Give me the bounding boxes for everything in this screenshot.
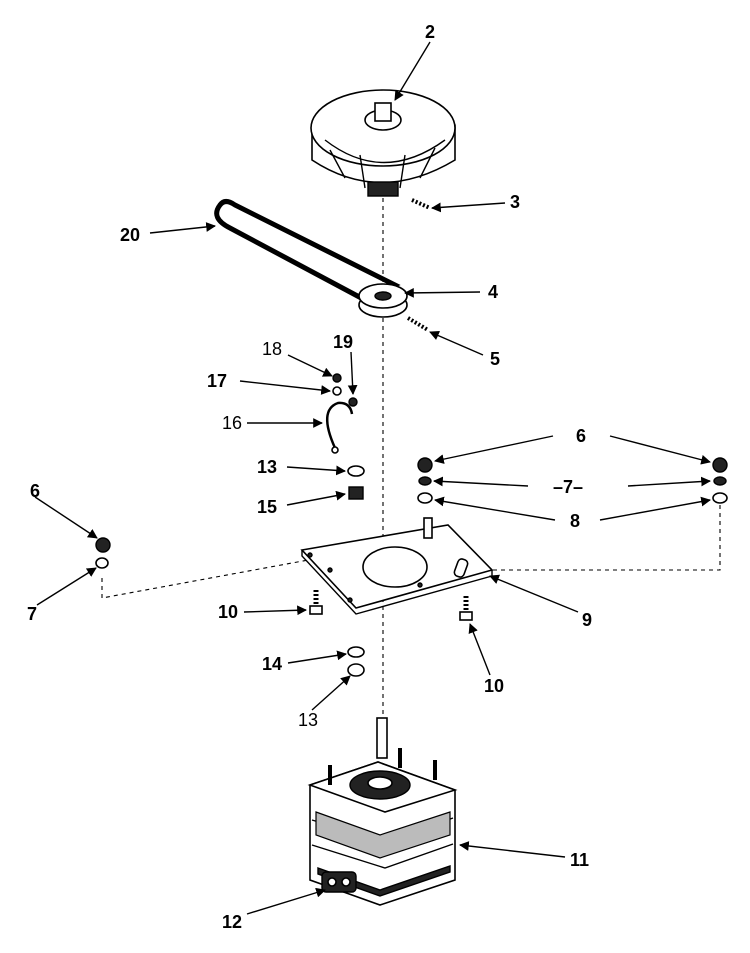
plate-left-connection xyxy=(101,555,331,599)
bolt-part-10-left xyxy=(309,590,323,615)
nut-part-6-left xyxy=(95,537,111,553)
washer-part-8-right-a xyxy=(417,492,433,504)
lockwasher-part-7-right-b xyxy=(713,476,727,486)
nut-part-6-right-a xyxy=(417,457,433,473)
plate-right-connection xyxy=(470,505,721,571)
callout-18: 18 xyxy=(262,339,282,359)
pulley-part-4 xyxy=(358,283,408,318)
callout-7-left: 7 xyxy=(27,604,37,624)
screw-part-18 xyxy=(332,373,342,383)
ground-wire-part-16 xyxy=(326,401,354,454)
gear-housing-part-2 xyxy=(310,89,456,197)
callout-13-lower: 13 xyxy=(298,710,318,730)
bolt-part-10-right xyxy=(459,596,473,621)
switch-part-12 xyxy=(321,871,357,893)
callout-3: 3 xyxy=(510,192,520,212)
lockwasher-part-7-right-a xyxy=(418,476,432,486)
callout-19: 19 xyxy=(333,332,353,352)
callout-16: 16 xyxy=(222,413,242,433)
callout-9: 9 xyxy=(582,610,592,630)
nut-part-15 xyxy=(348,486,364,500)
callout-11: 11 xyxy=(570,850,589,870)
callout-4: 4 xyxy=(488,282,498,302)
callout-6-right: 6 xyxy=(576,426,586,446)
washer-part-17 xyxy=(332,386,342,396)
callout-14: 14 xyxy=(262,654,282,674)
callout-10-left: 10 xyxy=(218,602,238,622)
leader-lines xyxy=(34,41,711,915)
callout-12: 12 xyxy=(222,912,242,932)
callout-17: 17 xyxy=(207,371,227,391)
nut-part-6-right-b xyxy=(712,457,728,473)
callout-6-left: 6 xyxy=(30,481,40,501)
drive-belt-part-20 xyxy=(214,199,401,303)
washer-part-13-top xyxy=(347,465,365,477)
callout-10-right: 10 xyxy=(484,676,504,696)
washer-part-13-bottom xyxy=(347,663,365,677)
callout-15: 15 xyxy=(257,497,277,517)
nut-part-19 xyxy=(348,397,358,407)
set-screw-part-5 xyxy=(406,316,430,332)
set-screw-part-3 xyxy=(411,198,431,210)
washer-part-14 xyxy=(347,646,365,658)
washer-part-7-left xyxy=(95,557,109,569)
callout-2: 2 xyxy=(425,22,435,42)
callout-20: 20 xyxy=(120,225,140,245)
callout-13-upper: 13 xyxy=(257,457,277,477)
callout-8: 8 xyxy=(570,511,580,531)
callout-7-right: –7– xyxy=(553,477,583,497)
motor-mount-plate-part-9 xyxy=(300,517,494,615)
washer-part-8-right-b xyxy=(712,492,728,504)
motor-part-11 xyxy=(307,717,458,906)
callout-5: 5 xyxy=(490,349,500,369)
